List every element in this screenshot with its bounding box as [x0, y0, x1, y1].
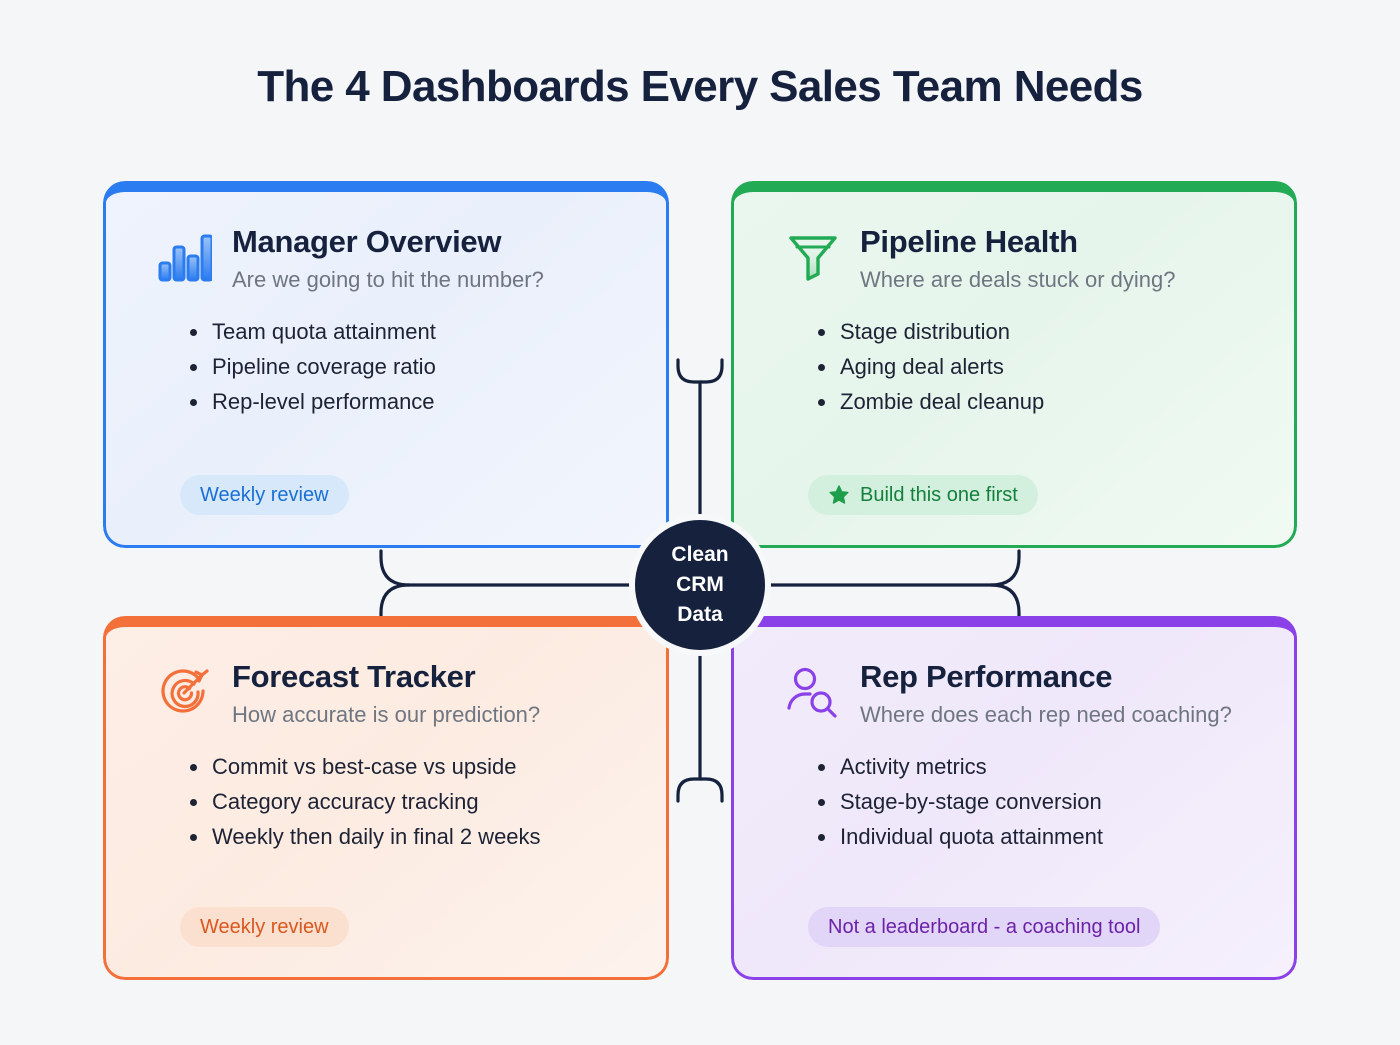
card-bullet-list: Activity metrics Stage-by-stage conversi…	[762, 756, 1266, 861]
badge-row: Build this one first	[762, 475, 1266, 519]
badge-label: Build this one first	[860, 484, 1018, 506]
hub-line-2: CRM	[676, 573, 724, 597]
target-icon	[156, 663, 214, 721]
card-header: Pipeline Health Where are deals stuck or…	[762, 222, 1266, 293]
card-header: Manager Overview Are we going to hit the…	[134, 222, 638, 293]
status-badge: Weekly review	[180, 475, 349, 515]
funnel-icon	[784, 228, 842, 286]
list-item: Commit vs best-case vs upside	[190, 756, 638, 791]
status-badge: Build this one first	[808, 475, 1038, 515]
bar-chart-icon	[156, 228, 214, 286]
card-bullet-list: Team quota attainment Pipeline coverage …	[134, 321, 638, 426]
card-header: Rep Performance Where does each rep need…	[762, 657, 1266, 728]
person-search-icon	[784, 663, 842, 721]
status-badge: Not a leaderboard - a coaching tool	[808, 907, 1161, 947]
card-manager-overview[interactable]: Manager Overview Are we going to hit the…	[103, 181, 669, 548]
badge-row: Not a leaderboard - a coaching tool	[762, 907, 1266, 951]
card-title: Rep Performance	[860, 659, 1113, 694]
badge-label: Not a leaderboard - a coaching tool	[828, 916, 1141, 938]
card-subtitle: Where are deals stuck or dying?	[860, 266, 1176, 292]
card-forecast-tracker[interactable]: Forecast Tracker How accurate is our pre…	[103, 616, 669, 980]
star-icon	[828, 484, 850, 506]
badge-label: Weekly review	[200, 484, 329, 506]
card-subtitle: Are we going to hit the number?	[232, 266, 544, 292]
card-bullet-list: Stage distribution Aging deal alerts Zom…	[762, 321, 1266, 426]
card-subtitle: Where does each rep need coaching?	[860, 701, 1232, 727]
card-pipeline-health[interactable]: Pipeline Health Where are deals stuck or…	[731, 181, 1297, 548]
list-item: Stage distribution	[818, 321, 1266, 356]
list-item: Individual quota attainment	[818, 826, 1266, 861]
list-item: Team quota attainment	[190, 321, 638, 356]
card-title: Pipeline Health	[860, 224, 1078, 259]
page-title: The 4 Dashboards Every Sales Team Needs	[257, 62, 1143, 111]
list-item: Category accuracy tracking	[190, 791, 638, 826]
card-bullet-list: Commit vs best-case vs upside Category a…	[134, 756, 638, 861]
list-item: Stage-by-stage conversion	[818, 791, 1266, 826]
card-rep-performance[interactable]: Rep Performance Where does each rep need…	[731, 616, 1297, 980]
card-title: Forecast Tracker	[232, 659, 476, 694]
hub-line-3: Data	[677, 602, 723, 626]
badge-row: Weekly review	[134, 475, 638, 519]
list-item: Pipeline coverage ratio	[190, 356, 638, 391]
list-item: Rep-level performance	[190, 391, 638, 426]
card-subtitle: How accurate is our prediction?	[232, 701, 541, 727]
card-title: Manager Overview	[232, 224, 502, 259]
list-item: Weekly then daily in final 2 weeks	[190, 826, 638, 861]
badge-label: Weekly review	[200, 916, 329, 938]
card-header: Forecast Tracker How accurate is our pre…	[134, 657, 638, 728]
list-item: Activity metrics	[818, 756, 1266, 791]
clean-crm-data-hub[interactable]: Clean CRM Data	[629, 514, 771, 656]
hub-line-1: Clean	[671, 543, 729, 567]
status-badge: Weekly review	[180, 907, 349, 947]
list-item: Aging deal alerts	[818, 356, 1266, 391]
badge-row: Weekly review	[134, 907, 638, 951]
list-item: Zombie deal cleanup	[818, 391, 1266, 426]
